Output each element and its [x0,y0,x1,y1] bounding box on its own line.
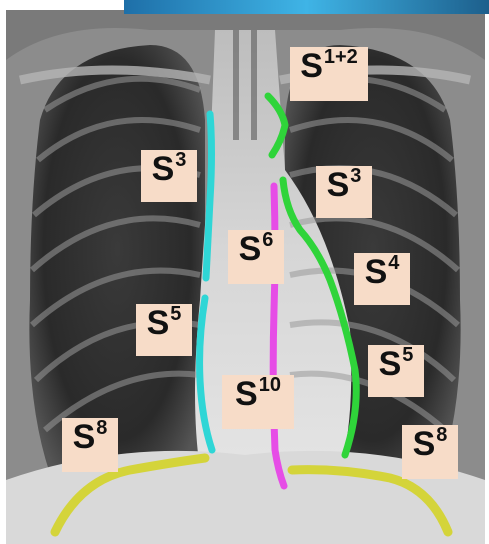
top-image-strip [124,0,489,14]
